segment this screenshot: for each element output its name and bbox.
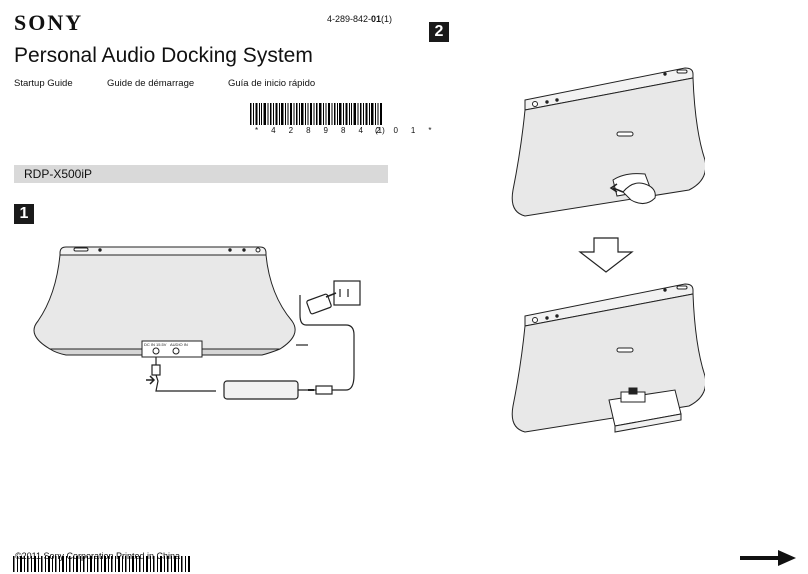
document-title: Personal Audio Docking System [14, 44, 313, 67]
arrow-down-icon [578, 237, 634, 273]
next-page-arrow-icon [740, 550, 796, 566]
guide-spanish: Guía de inicio rápido [228, 78, 316, 89]
barcode [250, 103, 382, 125]
part-number: 4-289-842-01(1) [327, 14, 392, 24]
speaker-dock-extended-illustration [511, 283, 705, 433]
port-label-dc-in: DC IN 15.5V [144, 342, 167, 347]
part-number-bold: 01 [371, 14, 382, 24]
model-bar [14, 165, 388, 183]
barcode-suffix: (1) [375, 126, 385, 135]
step-2-badge: 2 [429, 22, 449, 42]
part-number-suffix: (1) [381, 14, 393, 24]
model-name: RDP-X500iP [24, 167, 93, 181]
speaker-power-connection-illustration: DC IN 15.5V AUDIO IN [33, 246, 361, 400]
guide-french: Guide de démarrage [107, 78, 195, 89]
step-1-badge: 1 [14, 204, 34, 224]
port-label-audio-in: AUDIO IN [170, 342, 188, 347]
sony-logo: SONY [14, 10, 84, 35]
part-number-prefix: 4-289-842- [327, 14, 372, 24]
guide-english: Startup Guide [14, 78, 73, 89]
barcode-digits: * 4 2 8 9 8 4 2 0 1 * [255, 126, 437, 135]
speaker-insert-dock-illustration [511, 67, 705, 217]
footer-barcode [13, 556, 190, 572]
